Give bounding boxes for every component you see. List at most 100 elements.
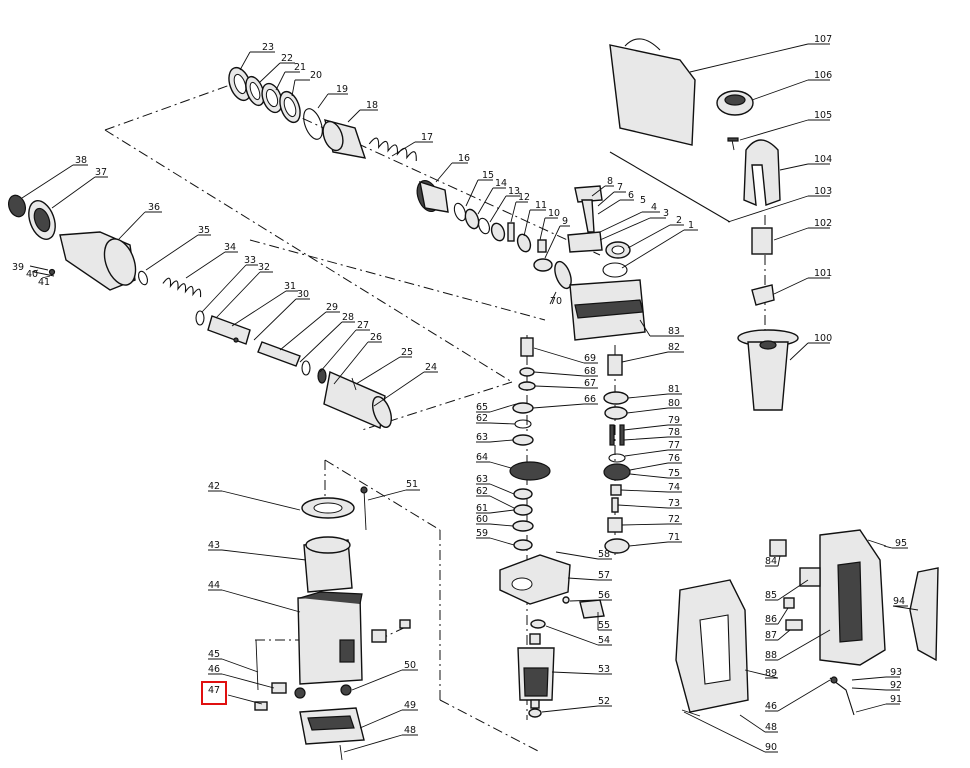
label-57: 57: [598, 570, 610, 581]
part-17-spring: [368, 137, 417, 162]
part-49-cover: [299, 707, 365, 745]
label-77: 77: [668, 440, 680, 451]
label-42: 42: [208, 481, 220, 492]
label-94: 94: [893, 596, 905, 607]
label-90: 90: [765, 742, 777, 753]
label-15: 15: [482, 170, 494, 181]
part-43-stator: [303, 536, 353, 593]
label-50: 50: [404, 660, 416, 671]
part-16-collar: [416, 179, 449, 213]
part-107-carry-case: [609, 38, 696, 146]
label-18: 18: [366, 100, 378, 111]
part-102-bracket: [751, 227, 773, 255]
label-16: 16: [458, 153, 470, 164]
part-103-depth-rod: [609, 151, 731, 223]
label-88: 88: [765, 650, 777, 661]
label-20: 20: [310, 70, 322, 81]
label-69: 69: [584, 353, 596, 364]
label-102: 102: [814, 218, 832, 229]
label-81: 81: [668, 384, 680, 395]
label-78: 78: [668, 427, 680, 438]
label-21: 21: [294, 62, 306, 73]
part-18-sleeve: [322, 119, 367, 159]
label-44: 44: [208, 580, 220, 591]
label-12: 12: [518, 192, 530, 203]
label-83: 83: [668, 326, 680, 337]
label-105: 105: [814, 110, 832, 121]
label-35: 35: [198, 225, 210, 236]
part-106-cap: [716, 90, 754, 116]
part-38-cap: [7, 194, 27, 218]
part-48-screw-bottom: [339, 744, 343, 761]
highlight-box-47: [201, 681, 227, 705]
label-8: 8: [607, 176, 613, 187]
label-13: 13: [508, 186, 520, 197]
part-70-gear-ring: [554, 260, 572, 290]
leader-lines: [21, 43, 919, 753]
right-shaft-stack-71-82: [603, 354, 631, 554]
label-61: 61: [476, 503, 488, 514]
label-85: 85: [765, 590, 777, 601]
label-32: 32: [258, 262, 270, 273]
label-70: 70: [550, 296, 562, 307]
part-94-grip: [909, 567, 939, 662]
label-62-upper: 62: [476, 413, 488, 424]
label-106: 106: [814, 70, 832, 81]
part-36-chuck-body: [59, 231, 137, 291]
label-74: 74: [668, 482, 680, 493]
label-3: 3: [663, 208, 669, 219]
label-19: 19: [336, 84, 348, 95]
label-60: 60: [476, 514, 488, 525]
part-101-clip: [751, 284, 775, 306]
label-48-handle: 48: [765, 722, 777, 733]
label-23: 23: [262, 42, 274, 53]
parts-90-93-cord: [681, 676, 855, 717]
label-72: 72: [668, 514, 680, 525]
label-51: 51: [406, 479, 418, 490]
label-5: 5: [640, 195, 646, 206]
label-39: 39: [12, 262, 24, 273]
label-10: 10: [548, 208, 560, 219]
label-55: 55: [598, 620, 610, 631]
label-4: 4: [651, 202, 657, 213]
parts-54-56-lock: [530, 596, 605, 629]
label-11: 11: [535, 200, 547, 211]
label-100: 100: [814, 333, 832, 344]
label-52: 52: [598, 696, 610, 707]
label-92: 92: [890, 680, 902, 691]
label-56: 56: [598, 590, 610, 601]
label-45: 45: [208, 649, 220, 660]
part-104-clamp: [743, 139, 781, 207]
label-40: 40: [26, 269, 38, 280]
part-34-spring: [162, 277, 202, 298]
label-59: 59: [476, 528, 488, 539]
part-25-pin: [351, 377, 357, 391]
label-73: 73: [668, 498, 680, 509]
part-20-ring: [279, 90, 301, 124]
label-9: 9: [562, 216, 568, 227]
part-24-cylinder: [323, 371, 392, 429]
label-104: 104: [814, 154, 832, 165]
label-27: 27: [357, 320, 369, 331]
label-46: 46: [208, 664, 220, 675]
part-89-handle-half: [675, 579, 749, 713]
label-47: 47: [208, 685, 220, 696]
label-71: 71: [668, 532, 680, 543]
label-25: 25: [401, 347, 413, 358]
label-82: 82: [668, 342, 680, 353]
label-17: 17: [421, 132, 433, 143]
label-95: 95: [895, 538, 907, 549]
label-89: 89: [765, 668, 777, 679]
part-57-gear-case: [499, 554, 571, 605]
part-35-ring: [137, 270, 149, 286]
label-1: 1: [688, 220, 694, 231]
label-87: 87: [765, 630, 777, 641]
label-53: 53: [598, 664, 610, 675]
label-76: 76: [668, 453, 680, 464]
part-105-screw: [727, 137, 739, 151]
part-50-connector: [340, 619, 411, 696]
label-65: 65: [476, 402, 488, 413]
label-49: 49: [404, 700, 416, 711]
part-37-seal: [28, 200, 56, 240]
label-41: 41: [38, 277, 50, 288]
